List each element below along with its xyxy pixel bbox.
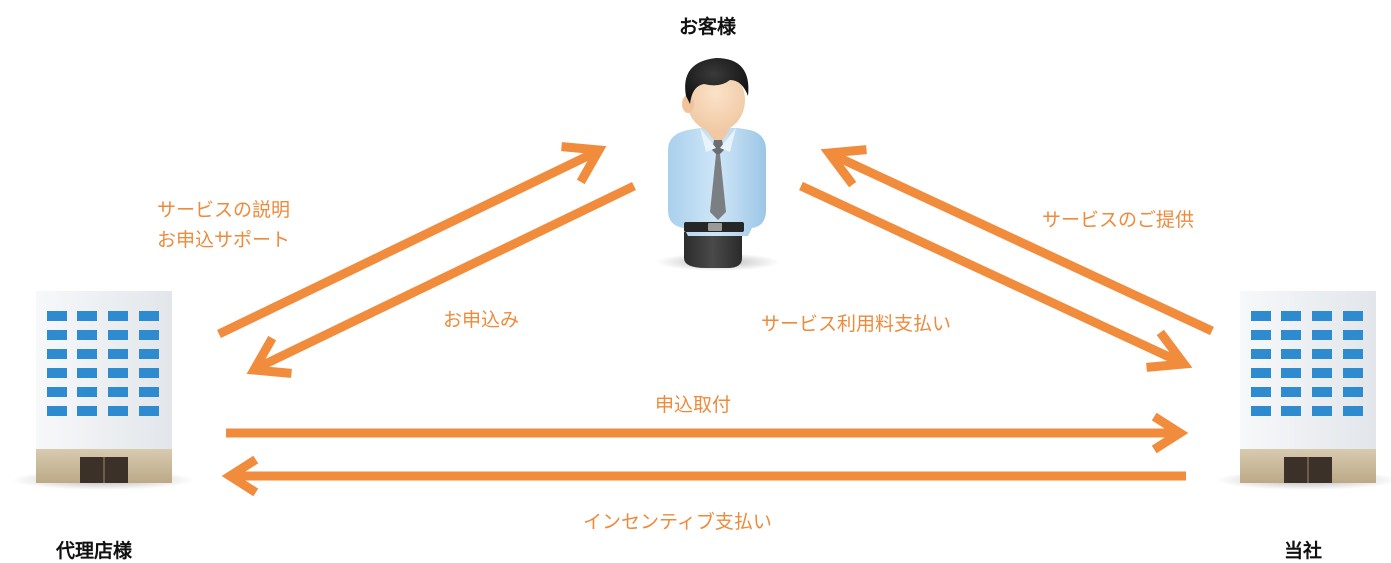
service-provision-label: サービスのご提供 xyxy=(1042,209,1195,231)
company-label: 当社 xyxy=(1284,540,1323,562)
arrow-agency-to-company xyxy=(226,412,1189,454)
arrow-customer-to-agency xyxy=(246,181,636,378)
service-explanation-label: サービスの説明 お申込サポート xyxy=(157,195,290,255)
application-label: お申込み xyxy=(443,309,520,331)
arrow-company-to-agency xyxy=(221,455,1186,497)
service-explanation-line2: お申込サポート xyxy=(157,229,291,251)
agency-building-icon xyxy=(11,291,195,490)
person-icon xyxy=(656,58,780,271)
company-building-icon xyxy=(1215,291,1391,490)
arrow-agency-to-customer xyxy=(217,142,607,339)
arrow-company-to-customer xyxy=(820,145,1214,336)
service-fee-payment-label: サービス利用料支払い xyxy=(761,313,952,335)
incentive-payment-label: インセンティブ支払い xyxy=(583,511,772,533)
application-intake-label: 申込取付 xyxy=(655,394,732,416)
agency-label: 代理店様 xyxy=(56,540,133,562)
service-explanation-line1: サービスの説明 xyxy=(157,199,291,221)
customer-label: お客様 xyxy=(679,16,737,38)
arrow-customer-to-company xyxy=(799,181,1193,372)
